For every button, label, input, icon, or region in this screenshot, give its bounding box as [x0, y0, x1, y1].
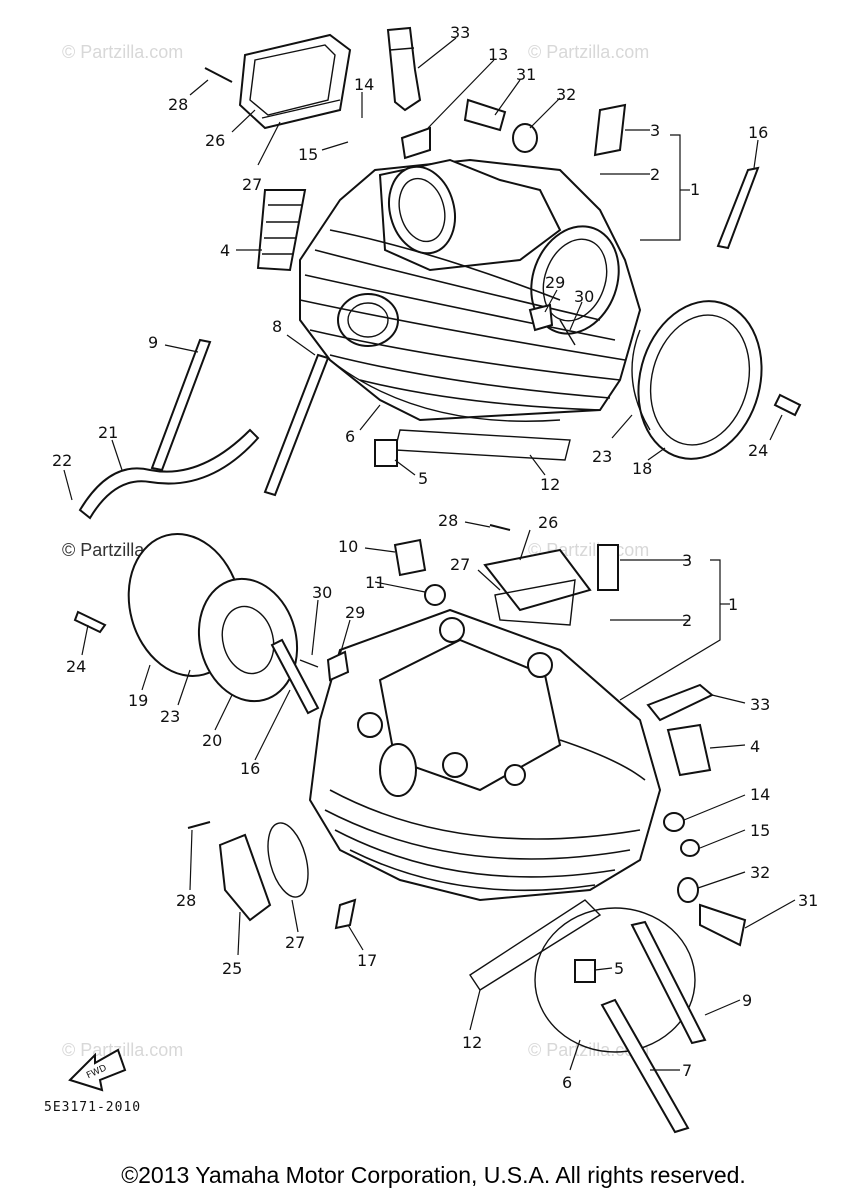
callout-number: 28	[176, 891, 196, 910]
callout-number: 26	[205, 131, 225, 150]
callout-number: 10	[338, 537, 358, 556]
callout-number: 5	[614, 959, 624, 978]
callout-number: 16	[748, 123, 768, 142]
callout-number: 33	[750, 695, 770, 714]
callout-number: 1	[690, 180, 700, 199]
callout-number: 17	[357, 951, 377, 970]
callout-number: 9	[742, 991, 752, 1010]
callout-number: 1	[728, 595, 738, 614]
upper-cylinder-head-assembly	[78, 26, 802, 520]
callout-number: 22	[52, 451, 72, 470]
callout-number: 27	[285, 933, 305, 952]
copyright-notice: ©2013 Yamaha Motor Corporation, U.S.A. A…	[121, 1162, 746, 1188]
lower-cylinder-head-assembly: FWD	[68, 524, 747, 1134]
callout-number: 28	[168, 95, 188, 114]
callout-number: 14	[354, 75, 374, 94]
callout-number: 30	[312, 583, 332, 602]
callout-number: 29	[545, 273, 565, 292]
callout-number: 21	[98, 423, 118, 442]
callout-number: 24	[748, 441, 768, 460]
callout-number: 23	[160, 707, 180, 726]
callout-number: 11	[365, 573, 385, 592]
callout-number: 31	[516, 65, 536, 84]
callout-number: 29	[345, 603, 365, 622]
callout-number: 19	[128, 691, 148, 710]
callout-number: 15	[750, 821, 770, 840]
callout-number: 6	[345, 427, 355, 446]
callout-number: 31	[798, 891, 818, 910]
drawing-code: 5E3171-2010	[44, 1100, 142, 1115]
callout-number: 8	[272, 317, 282, 336]
callout-number: 32	[556, 85, 576, 104]
callout-number: 23	[592, 447, 612, 466]
callout-number: 25	[222, 959, 242, 978]
callout-number: 13	[488, 45, 508, 64]
callout-number: 28	[438, 511, 458, 530]
callout-number: 16	[240, 759, 260, 778]
callout-number: 9	[148, 333, 158, 352]
callout-number: 6	[562, 1073, 572, 1092]
callout-number: 32	[750, 863, 770, 882]
callout-number: 12	[540, 475, 560, 494]
callout-number: 15	[298, 145, 318, 164]
callout-number: 33	[450, 23, 470, 42]
callout-number: 26	[538, 513, 558, 532]
callout-number: 14	[750, 785, 770, 804]
callout-number: 4	[220, 241, 230, 260]
callout-number: 3	[682, 551, 692, 570]
callout-number: 20	[202, 731, 222, 750]
callout-number: 4	[750, 737, 760, 756]
watermark: © Partzilla.com	[528, 1040, 650, 1060]
callout-number: 27	[242, 175, 262, 194]
callout-number: 12	[462, 1033, 482, 1052]
callout-labels-upper: 33 13 31 32 3 2 1 16 28 26 27 14 15 4 29…	[52, 23, 768, 494]
callout-number: 2	[650, 165, 660, 184]
callout-number: 18	[632, 459, 652, 478]
callout-labels-lower: 28 26 10 27 3 11 2 1 30 29 24 19 23 20 1…	[66, 511, 818, 1092]
watermark: © Partzilla.com	[528, 42, 650, 62]
leader-lines	[63, 37, 796, 1071]
callout-number: 3	[650, 121, 660, 140]
exploded-parts-diagram: FWD	[52, 23, 818, 1134]
callout-number: 7	[682, 1061, 692, 1080]
callout-number: 2	[682, 611, 692, 630]
watermark: © Partzilla.com	[62, 1040, 184, 1060]
watermark: © Partzilla.com	[62, 42, 184, 62]
callout-number: 5	[418, 469, 428, 488]
callout-number: 24	[66, 657, 86, 676]
callout-number: 27	[450, 555, 470, 574]
callout-number: 30	[574, 287, 594, 306]
